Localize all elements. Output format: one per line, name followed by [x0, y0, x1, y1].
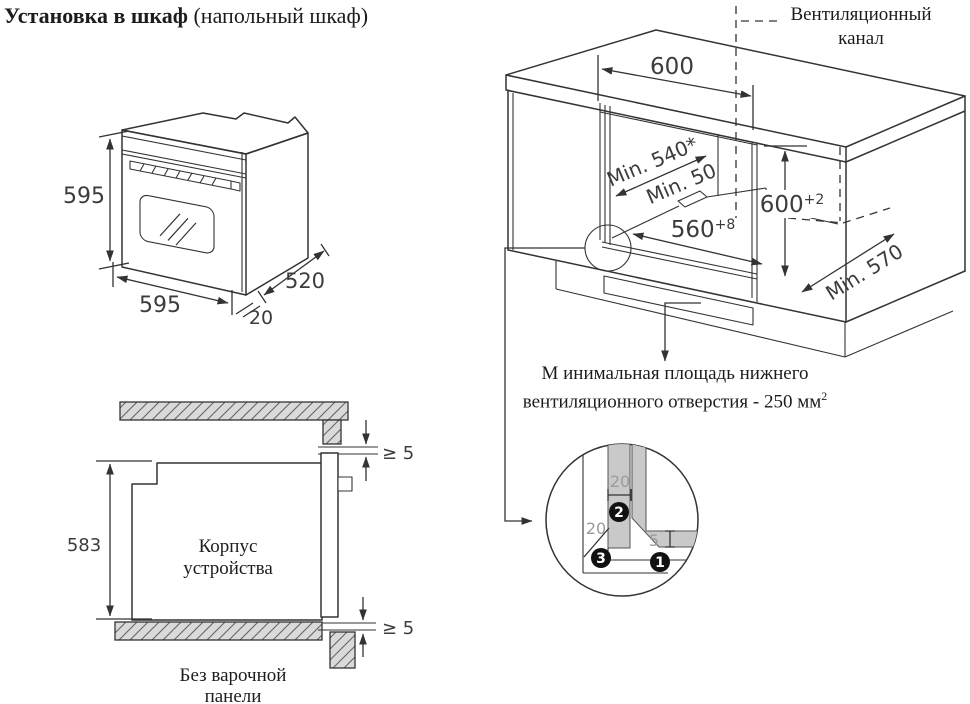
bottom-clearance-value: 5 — [649, 531, 659, 550]
oven-front-thickness-dimension: 20 — [235, 302, 273, 329]
oven-depth-value: 520 — [285, 269, 325, 293]
page-title: Установка в шкаф (напольный шкаф) — [4, 4, 368, 27]
niche-height-label: 600+2 — [760, 192, 825, 218]
top-gap-dimension: ≥ 5 — [362, 420, 414, 481]
badge-3-number: 3 — [596, 551, 606, 567]
cabinet-top-width-dimension: 600 — [597, 54, 754, 130]
panel-thickness-value: 20 — [610, 472, 630, 491]
badge-2: 2 — [609, 502, 629, 522]
oven-depth-dimension: 520 — [257, 243, 330, 304]
niche-width-label: 560+8 — [671, 217, 736, 243]
squared-superscript: 2 — [821, 389, 828, 403]
connector-lines — [504, 247, 701, 525]
device-handle-knob — [337, 476, 353, 492]
badge-3: 3 — [591, 548, 611, 568]
oven-outline — [121, 112, 309, 296]
no-hob-caption-line1: Без варочной — [179, 665, 287, 686]
lower-side-panel-block — [329, 631, 356, 669]
no-hob-caption-line2: панели — [204, 686, 262, 704]
top-gap-value: ≥ 5 — [382, 443, 414, 464]
vent-channel-label-line1: Вентиляционный — [790, 4, 932, 25]
badge-1: 1 — [650, 552, 670, 572]
oven-height-value: 595 — [63, 184, 105, 209]
rear-clearance-value: 20 — [586, 519, 606, 538]
countertop-hatched-bar — [119, 401, 349, 421]
oven-front-thickness-value: 20 — [249, 307, 273, 329]
vent-channel-label: Вентиляционный канал — [772, 3, 950, 51]
device-body-label: Корпус устройства — [138, 536, 318, 580]
cabinet-top-width-value: 600 — [650, 54, 694, 80]
oven-width-dimension: 595 — [112, 262, 233, 318]
page-title-main: Установка в шкаф — [4, 3, 188, 28]
device-body-label-line2: устройства — [183, 558, 273, 579]
min-vent-area-note: М инимальная площадь нижнего вентиляцион… — [500, 362, 850, 413]
min-vent-area-note-line2: вентиляционного отверстия - 250 мм2 — [522, 389, 828, 413]
no-hob-caption: Без варочной панели — [133, 665, 333, 704]
oven-isometric-diagram: 595 595 520 20 — [63, 112, 330, 329]
badge-2-number: 2 — [614, 505, 624, 521]
countertop-depth-dimension: Min. 570 — [801, 233, 907, 305]
section-diagram: ≥ 5 583 ≥ 5 — [67, 401, 414, 669]
bottom-clearance-dimension: 5 — [649, 530, 675, 550]
rear-clearance-dimension: 20 — [583, 519, 610, 558]
oven-height-dimension: 595 — [63, 130, 130, 270]
vent-note-arrow — [661, 302, 701, 362]
corner-detail-diagram: 20 20 5 2 3 — [545, 443, 699, 597]
body-height-value: 583 — [67, 535, 101, 556]
bottom-gap-dimension: ≥ 5 — [359, 597, 414, 657]
vent-opening-strip — [603, 275, 754, 326]
vent-channel-label-line2: канал — [838, 28, 884, 49]
oven-handle — [129, 160, 241, 192]
side-and-bottom-panel — [631, 444, 698, 548]
device-body-outline — [131, 462, 323, 621]
badge-1-number: 1 — [655, 555, 665, 571]
niche-height-dimension: 600+2 — [760, 145, 828, 277]
panel-thickness-dimension: 20 — [607, 472, 632, 501]
page-title-suffix: (напольный шкаф) — [187, 3, 369, 28]
vent-channel-dashed-lines — [735, 6, 891, 224]
min-vent-area-note-line1: М инимальная площадь нижнего — [541, 363, 809, 384]
oven-width-value: 595 — [139, 293, 181, 318]
body-height-dimension: 583 — [67, 460, 152, 620]
bottom-hatched-bar — [114, 621, 323, 641]
cabinet-outline — [505, 29, 966, 358]
device-front-panel — [320, 452, 339, 618]
detail-callout-connector — [504, 247, 585, 525]
upper-side-panel-block — [322, 419, 342, 445]
bottom-gap-value: ≥ 5 — [382, 618, 414, 639]
niche-width-dimension: 560+8 — [632, 217, 763, 266]
cabinet-isometric-diagram: 600 Min. 540* Min. 50 560+8 600+2 — [505, 6, 966, 358]
oven-door-window — [139, 194, 215, 254]
device-body-label-line1: Корпус — [198, 536, 258, 557]
